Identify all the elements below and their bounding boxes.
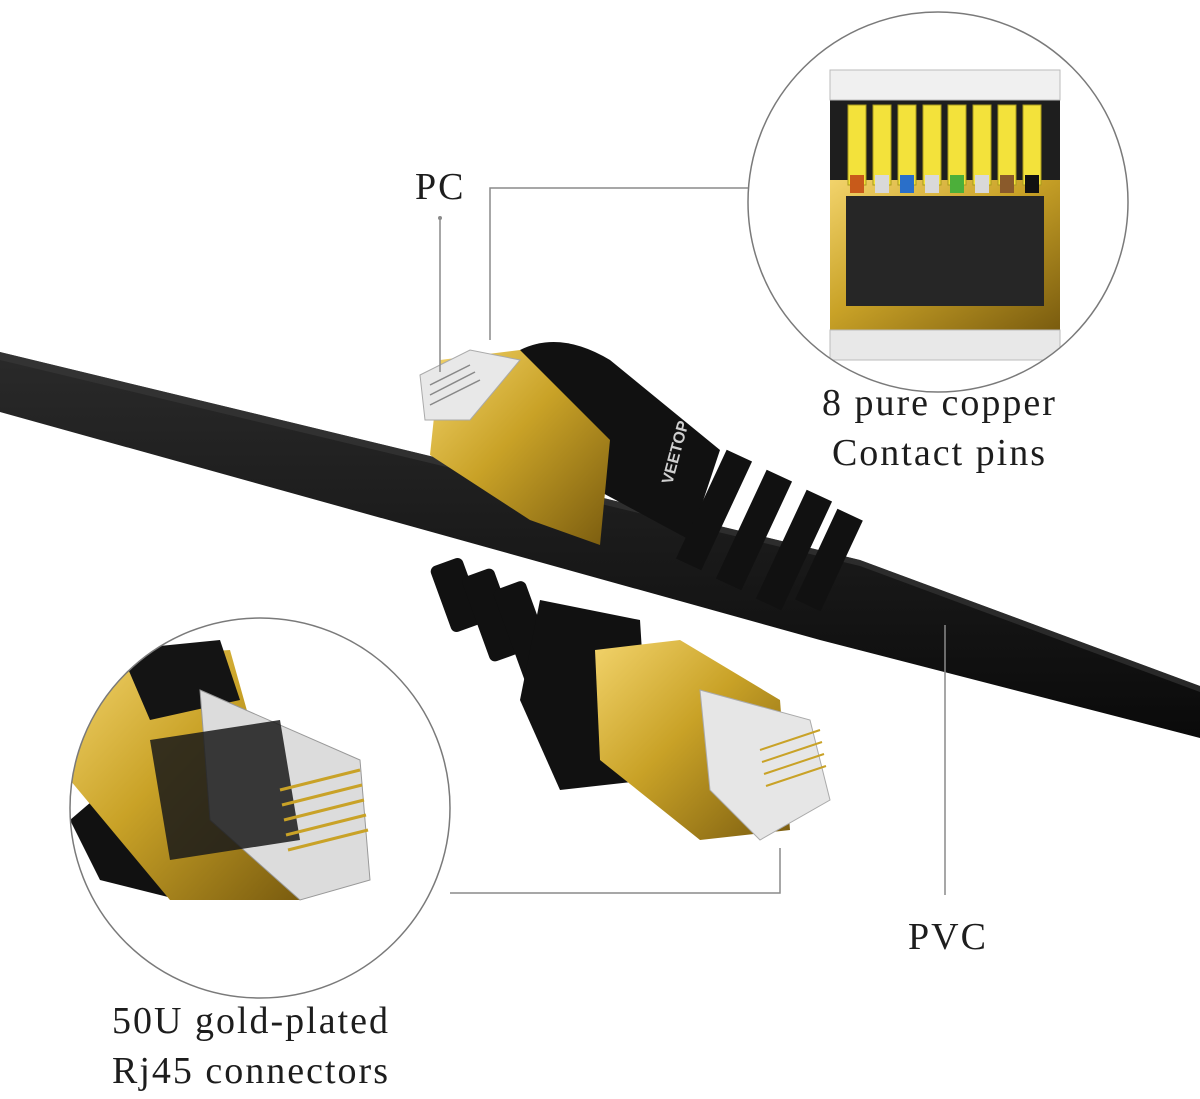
gold-connector-zoom-circle: [69, 617, 451, 999]
pc-label: PC: [415, 166, 466, 208]
copper-pins-label-line2: Contact pins: [831, 432, 1047, 474]
copper-pins-label: 8 pure copper Contact pins: [822, 378, 1057, 478]
lower-rj45-plug: [430, 557, 831, 841]
copper-pins-label-line1: 8 pure copper: [822, 382, 1057, 424]
gold-plated-label-line2: Rj45 connectors: [112, 1050, 391, 1092]
gold-callout-line: [450, 848, 781, 894]
gold-plated-label-line1: 50U gold-plated: [112, 1000, 391, 1042]
upper-rj45-plug: VEETOP: [419, 342, 863, 612]
callout-lines: [439, 187, 946, 895]
copper-callout-line: [489, 187, 748, 340]
copper-pins-zoom-circle: [747, 11, 1129, 393]
gold-plated-label: 50U gold-plated Rj45 connectors: [112, 996, 390, 1096]
pvc-label: PVC: [908, 916, 988, 958]
